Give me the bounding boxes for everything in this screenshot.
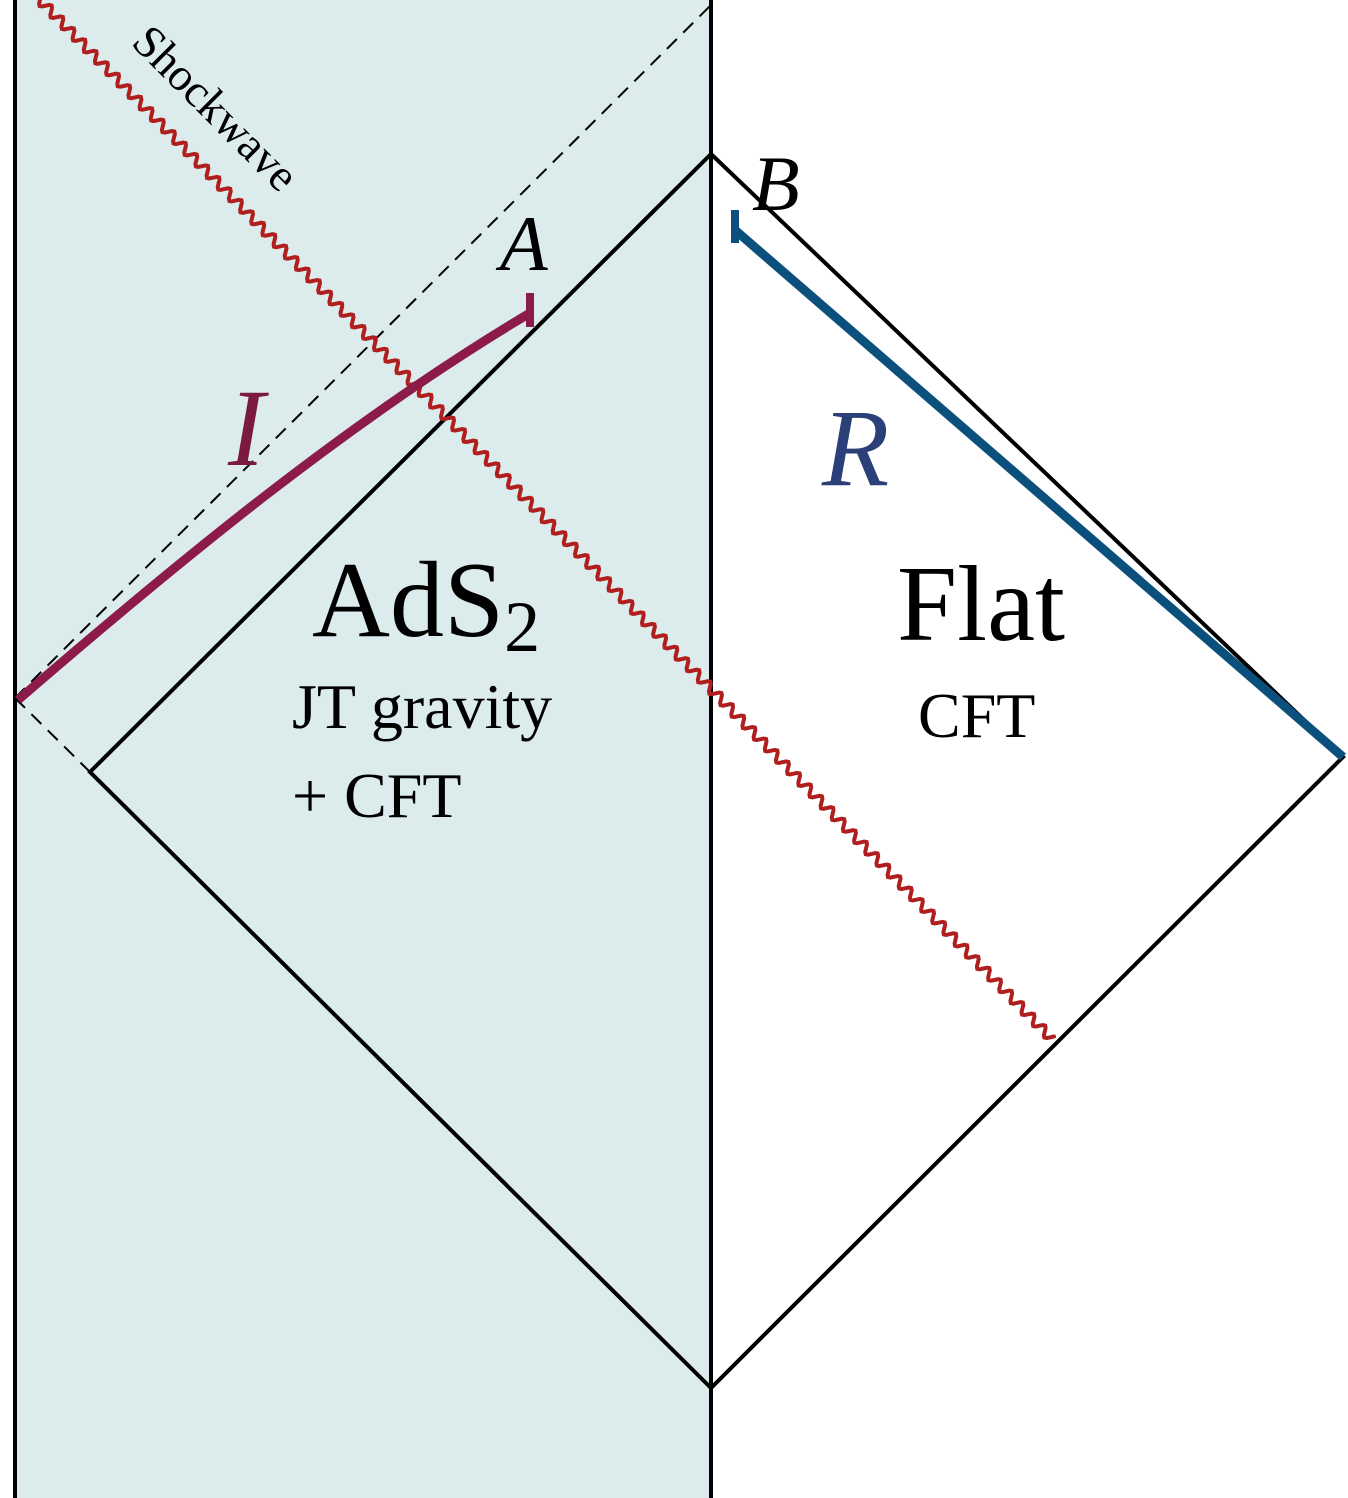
island-curve bbox=[15, 309, 533, 704]
radiation-label: R bbox=[821, 387, 889, 509]
ads-region-fill bbox=[15, 0, 711, 1498]
radiation-curve bbox=[732, 226, 1346, 761]
ads2-line-plus-cft: + CFT bbox=[292, 760, 461, 831]
flat-diamond bbox=[709, 149, 1346, 1393]
point-a-label: A bbox=[495, 200, 548, 287]
shockwave-line bbox=[37, 0, 1056, 1041]
dashed-null-line-upper bbox=[14, 4, 712, 699]
island-label: I bbox=[227, 367, 269, 489]
flat-sub-cft: CFT bbox=[918, 680, 1035, 751]
dashed-null-line-lower bbox=[14, 697, 91, 773]
ads-diamond bbox=[87, 152, 713, 1390]
point-b-label: B bbox=[752, 140, 800, 227]
ads2-title: AdS2 bbox=[312, 541, 540, 667]
ads2-title-subscript: 2 bbox=[504, 587, 540, 667]
ads2-title-main: AdS bbox=[312, 541, 504, 660]
flat-title: Flat bbox=[897, 545, 1065, 664]
ads2-line-jt-gravity: JT gravity bbox=[292, 671, 552, 742]
